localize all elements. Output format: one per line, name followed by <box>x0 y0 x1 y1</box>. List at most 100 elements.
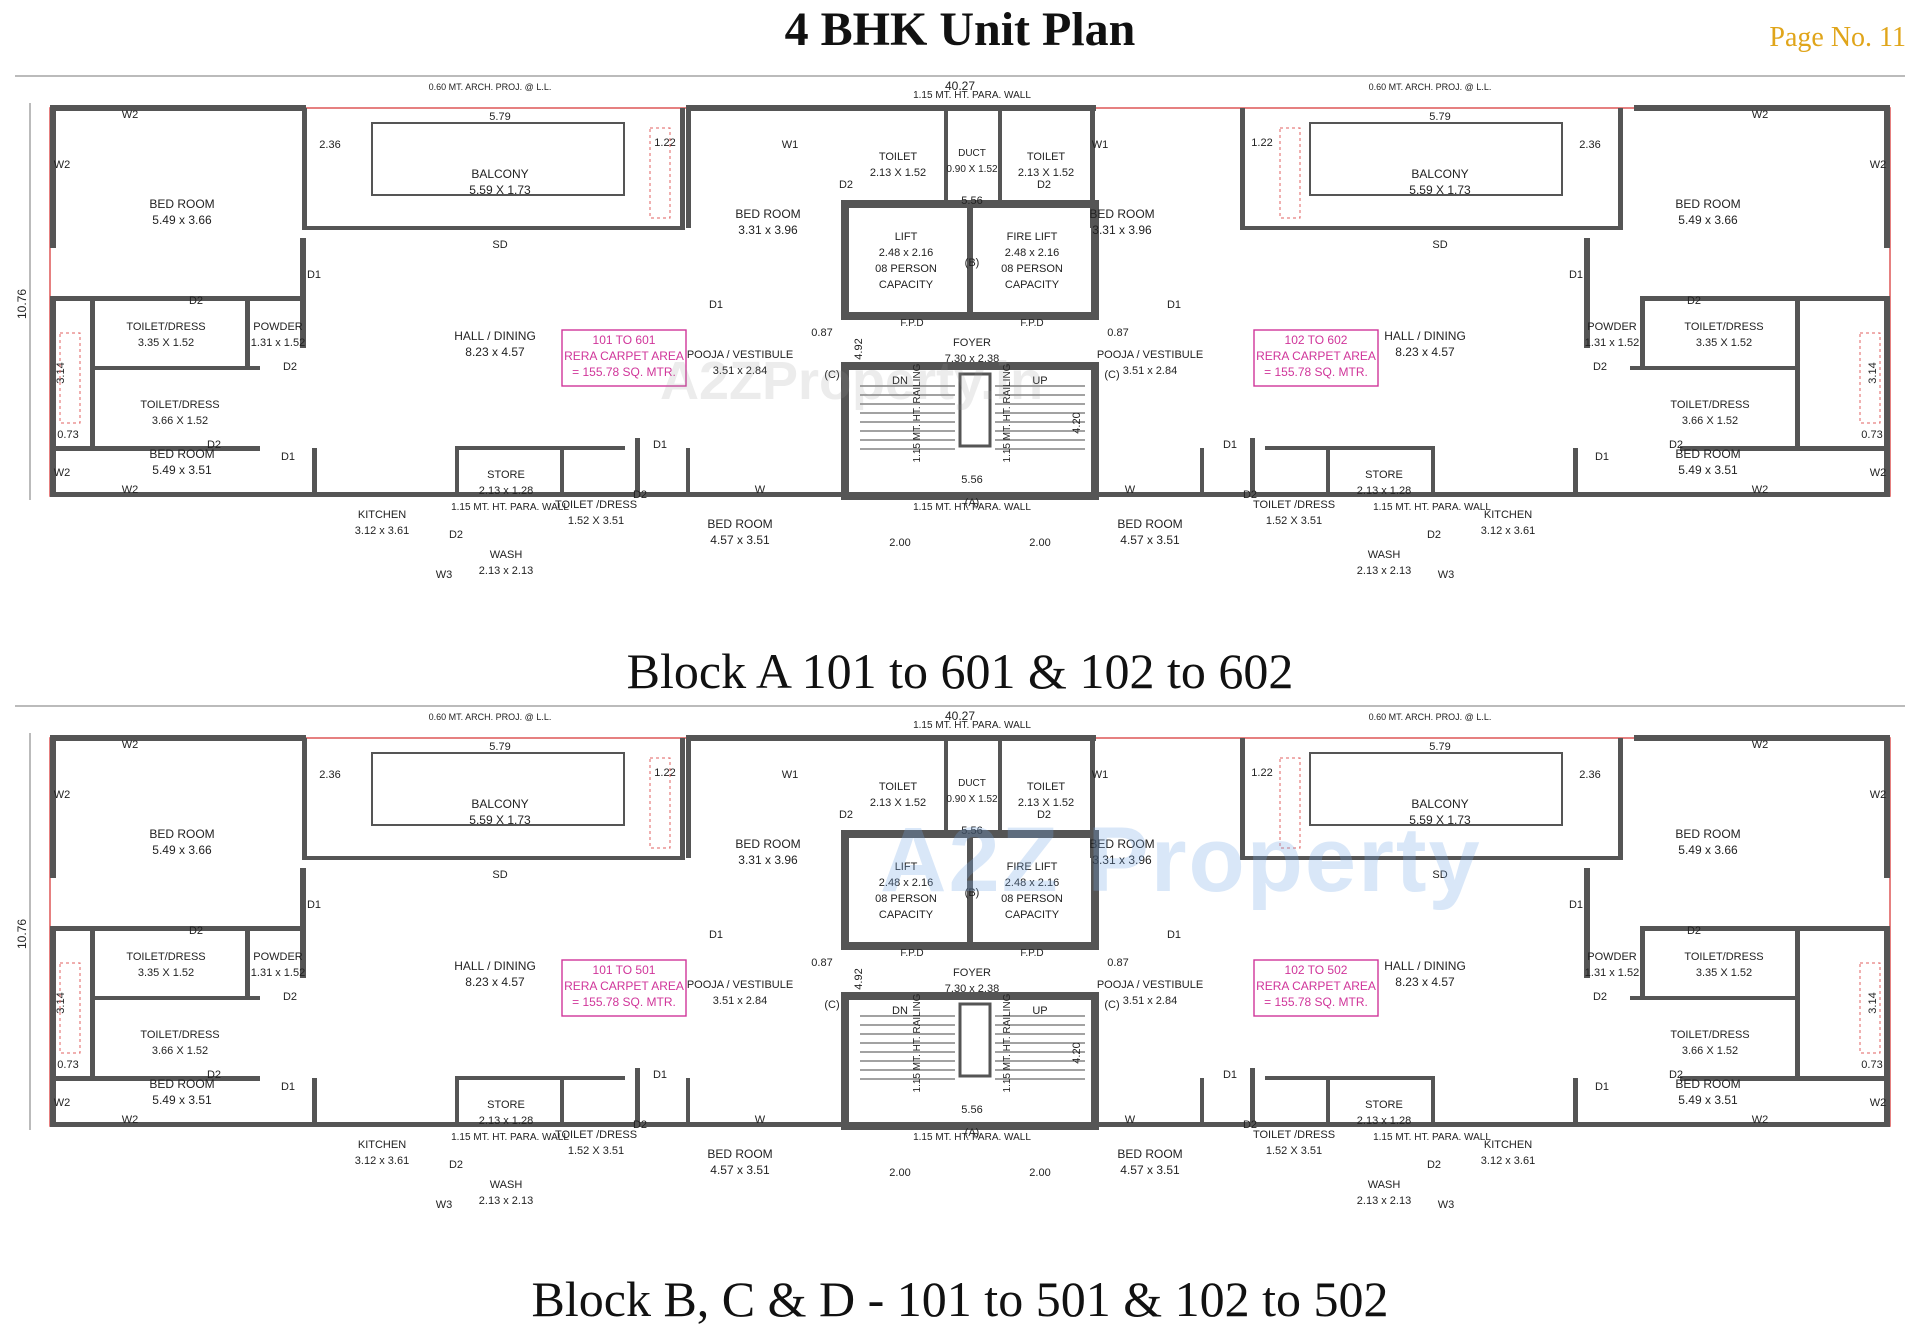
store-left-dimension: 2.13 x 1.28 <box>479 485 533 497</box>
store-left-label: STORE <box>487 469 525 481</box>
toilet-small-right-label: TOILET /DRESS <box>1253 499 1335 511</box>
door-window-tag-left: D2 <box>283 361 297 373</box>
rera-carpet-area-label: RERA CARPET AREA <box>1256 349 1376 363</box>
wall-left-toilet-mid <box>90 996 260 1000</box>
bedroom-right-bottom-label: BED ROOM <box>1675 1077 1740 1091</box>
powder-left-label: POWDER <box>253 321 303 333</box>
wall-right-toilet-small-right <box>1326 446 1330 496</box>
door-window-tag-right: W2 <box>1870 467 1887 479</box>
fire-lift-capacity: 08 PERSON <box>1001 893 1063 905</box>
bedroom-center-right-top-dimension: 3.31 x 3.96 <box>1092 223 1152 237</box>
staircase-outline <box>841 992 1099 1130</box>
bedroom-center-left-top-label: BED ROOM <box>735 207 800 221</box>
duct-label: DUCT <box>958 778 986 789</box>
foyer-label: FOYER <box>953 967 991 979</box>
store-right-label: STORE <box>1365 1099 1403 1111</box>
shaft-hatch <box>649 127 671 219</box>
wall-right-store-top <box>1265 446 1435 450</box>
rera-box <box>1253 329 1379 387</box>
rera-units-label: 102 TO 602 <box>1285 333 1348 347</box>
fire-lift-dimension: 2.48 x 2.16 <box>1005 247 1059 259</box>
door-window-tag-left: D2 <box>449 529 463 541</box>
rera-carpet-area-label: RERA CARPET AREA <box>1256 979 1376 993</box>
rera-units-label: 101 TO 501 <box>593 963 656 977</box>
balcony-wall-left-a <box>302 738 307 858</box>
door-window-tag-right: W2 <box>1870 159 1887 171</box>
door-window-tag-right: D1 <box>1595 1081 1609 1093</box>
door-window-tag-left: W2 <box>122 1114 139 1126</box>
toilet-dress-left-a-dimension: 3.35 X 1.52 <box>138 967 194 979</box>
para-wall-label-bottom-center: 1.15 MT. HT. PARA. WALL <box>913 502 1031 513</box>
door-window-tag-right: W2 <box>1752 739 1769 751</box>
pooja-right-dimension: 3.51 x 2.84 <box>1123 995 1177 1007</box>
fire-lift-label: FIRE LIFT <box>1007 231 1058 243</box>
core-toilet-right-label: TOILET <box>1027 781 1066 793</box>
powder-left-label: POWDER <box>253 951 303 963</box>
balcony-left-label: BALCONY <box>471 797 528 811</box>
wall-right-kitchen-right <box>1573 448 1578 496</box>
door-window-tag-left: D1 <box>281 1081 295 1093</box>
bedroom-center-right-top-dimension: 3.31 x 3.96 <box>1092 853 1152 867</box>
para-wall-label-bottom-left: 1.15 MT. HT. PARA. WALL <box>451 502 569 513</box>
page-number: Page No. 11 <box>1769 22 1906 53</box>
sliding-door-label-right: SD <box>1432 239 1447 251</box>
bedroom-center-right-bottom-dimension: 4.57 x 3.51 <box>1120 1163 1180 1177</box>
powder-right-label: POWDER <box>1587 951 1637 963</box>
door-window-tag-left: W2 <box>122 739 139 751</box>
overall-depth-label: 10.76 <box>15 289 29 319</box>
door-window-tag-right: W2 <box>1752 109 1769 121</box>
shaft-hatch <box>649 757 671 849</box>
outer-wall-right-lower <box>1884 928 1890 1126</box>
toilet-dress-right-b-dimension: 3.66 X 1.52 <box>1682 1045 1738 1057</box>
hall-dining-left-label: HALL / DINING <box>454 959 536 973</box>
wash-right-label: WASH <box>1368 549 1401 561</box>
door-window-tag-right: D2 <box>1037 809 1051 821</box>
pooja-left-dimension: 3.51 x 2.84 <box>713 365 767 377</box>
door-window-tag-left: D1 <box>709 299 723 311</box>
stair-width-label-right: 2.00 <box>1029 1167 1050 1179</box>
rera-box <box>561 329 687 387</box>
sliding-door-label-right: SD <box>1432 869 1447 881</box>
para-wall-label-top: 1.15 MT. HT. PARA. WALL <box>913 720 1031 731</box>
bedroom-right-bottom-dimension: 5.49 x 3.51 <box>1678 463 1738 477</box>
fpd-label-left: F.P.D <box>900 318 923 329</box>
door-window-tag-left: D1 <box>653 1069 667 1081</box>
plan-caption-block-a: Block A 101 to 601 & 102 to 602 <box>626 643 1294 699</box>
dim-314-left: 3.14 <box>55 992 67 1013</box>
kitchen-left-dimension: 3.12 x 3.61 <box>355 525 409 537</box>
toilet-dress-left-a-dimension: 3.35 X 1.52 <box>138 337 194 349</box>
stair-up-label: UP <box>1032 1005 1047 1017</box>
bedroom-left-bottom-label: BED ROOM <box>149 447 214 461</box>
door-window-tag-right: D2 <box>1593 361 1607 373</box>
door-window-tag-right: D1 <box>1569 899 1583 911</box>
wash-left-dimension: 2.13 x 2.13 <box>479 1195 533 1207</box>
rera-units-label: 101 TO 601 <box>593 333 656 347</box>
balcony-width-label-right: 5.79 <box>1429 741 1450 753</box>
core-toilet-wall-right <box>1090 738 1095 858</box>
door-window-tag-left: W2 <box>54 789 71 801</box>
staircase-well <box>958 1002 992 1078</box>
door-window-tag-left: D1 <box>653 439 667 451</box>
wall-left-bedroom3-left <box>686 448 690 496</box>
shaft-hatch <box>59 962 81 1054</box>
wash-left-dimension: 2.13 x 2.13 <box>479 565 533 577</box>
wall-left-toilet-small-left <box>560 1076 564 1126</box>
balcony-left-dimension: 5.59 X 1.73 <box>469 813 531 827</box>
bedroom-center-left-bottom-dimension: 4.57 x 3.51 <box>710 533 770 547</box>
wall-right-toilet-mid <box>1630 996 1800 1000</box>
powder-right-dimension: 1.31 x 1.52 <box>1585 967 1639 979</box>
arch-projection-label-left: 0.60 MT. ARCH. PROJ. @ L.L. <box>429 712 552 722</box>
bedroom-center-right-top-label: BED ROOM <box>1089 837 1154 851</box>
para-wall-label-top: 1.15 MT. HT. PARA. WALL <box>913 90 1031 101</box>
toilet-dress-right-a-label: TOILET/DRESS <box>1684 321 1763 333</box>
wall-left-toilet-top <box>50 296 300 301</box>
toilet-dress-left-a-label: TOILET/DRESS <box>126 951 205 963</box>
staircase-width-label: 5.56 <box>961 474 982 486</box>
store-left-label: STORE <box>487 1099 525 1111</box>
door-window-tag-left: D2 <box>207 439 221 451</box>
dim-492: 4.92 <box>853 968 865 989</box>
wall-left-toilet-mid <box>90 366 260 370</box>
hall-dining-right-label: HALL / DINING <box>1384 959 1466 973</box>
